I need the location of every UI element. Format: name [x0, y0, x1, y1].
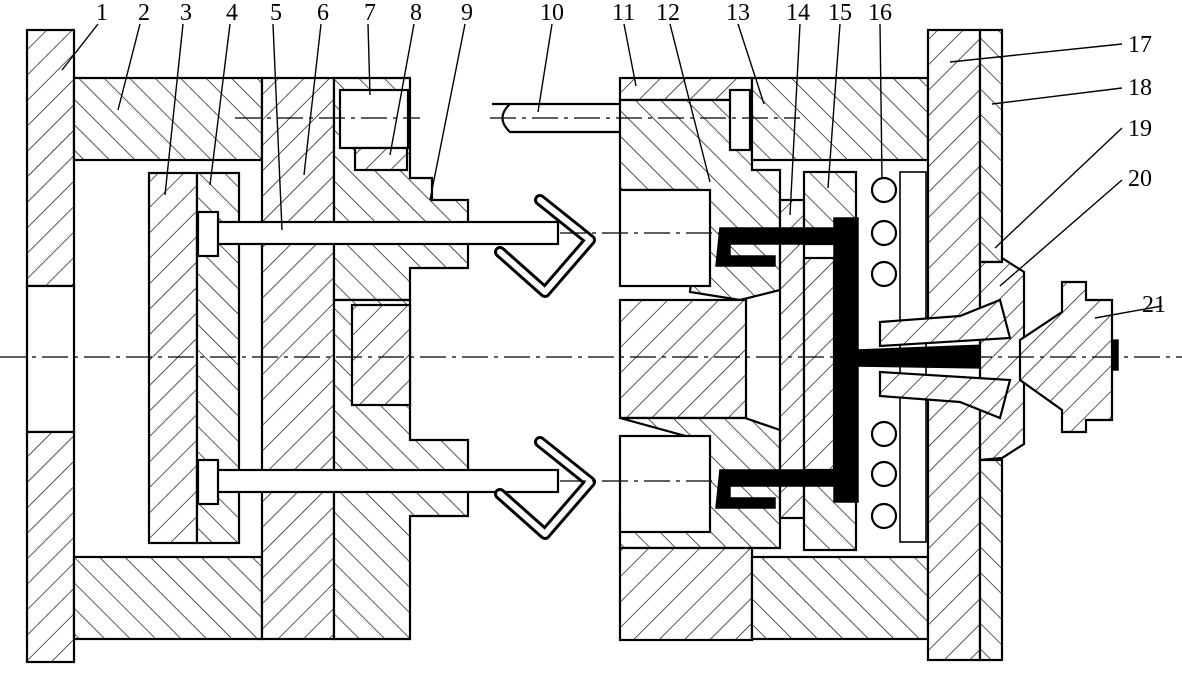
part-7-guide-bushing	[338, 88, 410, 150]
label-7: 7	[364, 0, 376, 26]
label-4: 4	[226, 0, 238, 26]
label-15: 15	[828, 0, 852, 26]
leader-lines	[61, 23, 1163, 319]
label-2: 2	[138, 0, 150, 26]
label-10: 10	[540, 0, 564, 26]
label-1: 1	[96, 0, 108, 26]
label-16: 16	[868, 0, 892, 26]
part-12-cavity-plate	[618, 98, 782, 642]
label-3: 3	[180, 0, 192, 26]
callout-labels: 1 2 3 4 5 6 7 8 9 10 11 12 13 14 15 16 1…	[96, 0, 1166, 318]
label-9: 9	[461, 0, 473, 26]
label-13: 13	[726, 0, 750, 26]
label-20: 20	[1128, 166, 1152, 192]
part-2-spacer-block	[72, 76, 264, 641]
part-9-molded-hook	[494, 194, 596, 540]
part-3-ejector-plate	[147, 171, 199, 545]
part-8-insert	[353, 146, 409, 172]
part-20-locating-ring	[978, 255, 1026, 462]
centerlines	[0, 117, 1182, 482]
part-14-stripper	[778, 198, 806, 520]
label-12: 12	[656, 0, 680, 26]
label-17: 17	[1128, 32, 1152, 58]
part-19-sprue-bushing	[878, 298, 1012, 420]
part-13-fixed-plate	[728, 76, 930, 641]
part-5-support-plate	[260, 76, 336, 641]
label-18: 18	[1128, 75, 1152, 101]
label-5: 5	[270, 0, 282, 26]
label-19: 19	[1128, 116, 1152, 142]
part-5-ejector-pins	[196, 210, 560, 506]
label-14: 14	[786, 0, 810, 26]
label-21: 21	[1142, 292, 1166, 318]
part-1-clamping-plate	[25, 28, 76, 664]
part-10-guide-pin	[492, 102, 632, 134]
label-11: 11	[612, 0, 635, 26]
part-18-locating-plate	[978, 28, 1004, 662]
label-8: 8	[410, 0, 422, 26]
label-6: 6	[317, 0, 329, 26]
